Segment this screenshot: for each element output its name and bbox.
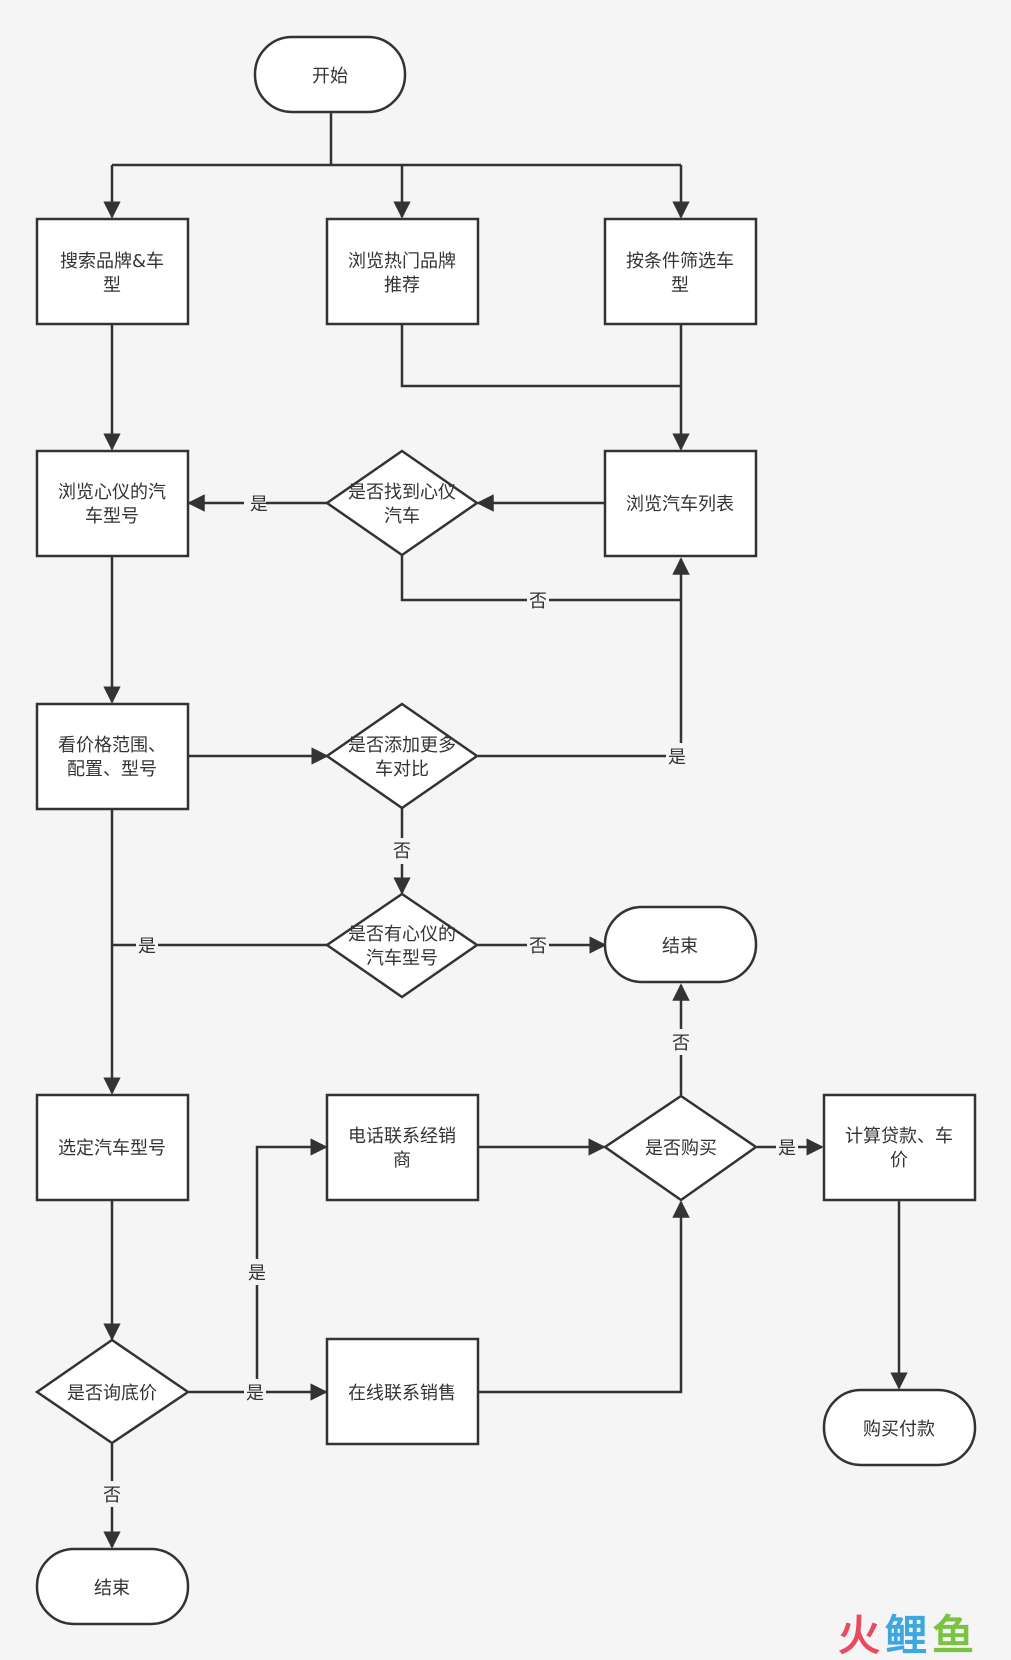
node-found-decision: 是否找到心仪 汽车 xyxy=(324,449,480,557)
node-buy-decision: 是否购买 xyxy=(602,1094,759,1202)
node-start: 开始 xyxy=(253,35,407,114)
node-compare-view-line-2: 配置、型号 xyxy=(67,759,157,780)
node-end-2-text: 结束 xyxy=(94,1578,130,1599)
edge-labels: 是 否 是 否 是 否 否 是 是 是 否 xyxy=(101,490,798,1507)
node-end-1-text: 结束 xyxy=(662,936,698,957)
watermark-char-3: 鱼 xyxy=(932,1611,974,1660)
node-buy-text: 是否购买 xyxy=(645,1138,717,1159)
watermark-char-2: 鲤 xyxy=(885,1611,927,1660)
node-browse-hot-line-1: 浏览热门品牌 xyxy=(348,251,456,272)
node-has-fav-line-2: 汽车型号 xyxy=(366,948,438,969)
node-phone-dealer: 电话联系经销 商 xyxy=(325,1093,480,1202)
node-calc-line-2: 价 xyxy=(890,1150,908,1171)
node-browse-model-line-1: 浏览心仪的汽 xyxy=(58,482,166,503)
label-ask-no: 否 xyxy=(103,1485,121,1506)
node-online-sales: 在线联系销售 xyxy=(325,1337,480,1446)
node-phone-dealer-line-1: 电话联系经销 xyxy=(348,1126,456,1147)
label-found-no: 否 xyxy=(529,591,547,612)
node-compare-view: 看价格范围、 配置、型号 xyxy=(35,702,190,811)
node-search-brand: 搜索品牌&车 型 xyxy=(35,217,190,326)
node-filter: 按条件筛选车 型 xyxy=(603,217,758,326)
node-pay: 购买付款 xyxy=(822,1388,977,1467)
label-buy-yes: 是 xyxy=(778,1138,796,1159)
watermark-logo: 火 鲤 鱼 xyxy=(838,1611,974,1660)
label-buy-no: 否 xyxy=(672,1033,690,1054)
watermark-char-1: 火 xyxy=(838,1611,880,1660)
node-ask-price-decision: 是否询底价 xyxy=(34,1338,191,1445)
node-select-model: 选定汽车型号 xyxy=(35,1093,190,1202)
node-compare-view-line-1: 看价格范围、 xyxy=(58,735,166,756)
label-ask-online-yes: 是 xyxy=(246,1383,264,1404)
node-add-more-line-2: 车对比 xyxy=(375,759,429,780)
label-ask-phone-yes: 是 xyxy=(248,1263,266,1284)
label-add-more-no: 否 xyxy=(393,841,411,862)
node-pay-text: 购买付款 xyxy=(863,1419,935,1440)
label-found-yes: 是 xyxy=(250,494,268,515)
node-browse-model: 浏览心仪的汽 车型号 xyxy=(35,449,190,558)
edge-online-to-buy xyxy=(478,1200,690,1394)
node-browse-model-line-2: 车型号 xyxy=(85,506,139,527)
node-found-line-2: 汽车 xyxy=(384,506,420,527)
node-online-sales-text: 在线联系销售 xyxy=(348,1383,456,1404)
node-filter-line-2: 型 xyxy=(671,275,689,296)
node-found-line-1: 是否找到心仪 xyxy=(348,482,456,503)
node-select-model-text: 选定汽车型号 xyxy=(58,1138,166,1159)
node-search-brand-line-1: 搜索品牌&车 xyxy=(60,251,164,272)
node-filter-line-1: 按条件筛选车 xyxy=(626,251,734,272)
node-calc: 计算贷款、车 价 xyxy=(822,1093,977,1202)
nodes: 开始 搜索品牌&车 型 浏览热门品牌 推荐 按条件筛选车 型 浏览心仪的汽 车型… xyxy=(34,35,977,1626)
node-has-fav-line-1: 是否有心仪的 xyxy=(348,924,456,945)
edge-found-no xyxy=(400,555,681,602)
node-search-brand-line-2: 型 xyxy=(103,275,121,296)
node-end-1: 结束 xyxy=(603,905,758,984)
node-browse-hot-line-2: 推荐 xyxy=(384,275,420,296)
label-add-more-yes: 是 xyxy=(668,747,686,768)
label-has-fav-no: 否 xyxy=(529,936,547,957)
edge-hot-to-list xyxy=(400,325,681,388)
node-car-list-text: 浏览汽车列表 xyxy=(626,494,734,515)
node-phone-dealer-line-2: 商 xyxy=(393,1150,411,1171)
edges xyxy=(103,112,908,1549)
node-calc-line-1: 计算贷款、车 xyxy=(845,1126,953,1147)
node-ask-price-text: 是否询底价 xyxy=(67,1383,157,1404)
node-browse-hot: 浏览热门品牌 推荐 xyxy=(325,217,480,326)
node-add-more-decision: 是否添加更多 车对比 xyxy=(324,702,480,810)
edge-add-yes xyxy=(478,557,690,758)
node-end-2: 结束 xyxy=(35,1547,190,1626)
edge-ask-phone xyxy=(255,1138,328,1392)
node-add-more-line-1: 是否添加更多 xyxy=(348,735,456,756)
node-car-list: 浏览汽车列表 xyxy=(603,449,758,558)
label-has-fav-yes: 是 xyxy=(138,936,156,957)
node-start-text: 开始 xyxy=(312,66,348,87)
node-has-fav-decision: 是否有心仪的 汽车型号 xyxy=(324,892,480,999)
